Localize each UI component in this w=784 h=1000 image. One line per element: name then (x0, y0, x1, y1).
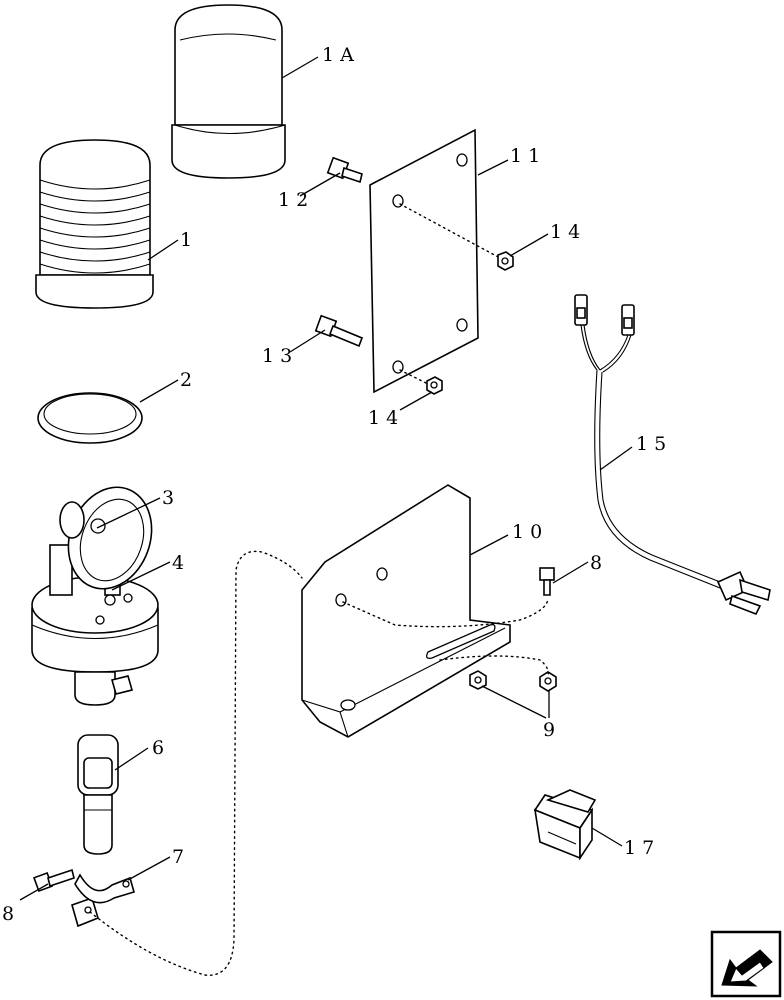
callout-4: 4 (172, 552, 184, 574)
callout-9: 9 (543, 719, 555, 741)
assembly-line-bracket-to-bolt (342, 597, 549, 628)
callout-12: 1 2 (278, 189, 308, 211)
part-14-nut-upper (497, 251, 514, 271)
part-14-nut-lower (426, 376, 443, 395)
part-8-bolt-right (539, 567, 555, 596)
leader-lines (19, 56, 633, 901)
part-13-bolt (314, 314, 364, 348)
back-arrow-button[interactable] (710, 930, 782, 998)
callout-1a: 1 A (322, 44, 354, 66)
callout-8-left: 8 (2, 903, 14, 925)
callout-14-upper: 1 4 (550, 221, 580, 243)
part-9-nut-right (539, 671, 557, 692)
part-15-wire-harness (574, 294, 771, 616)
part-6-mounting-pipe (77, 734, 119, 855)
part-1-ribbed-lens (35, 139, 154, 309)
back-arrow-icon (721, 949, 773, 987)
assembly-line-clamp-to-bracket (89, 550, 303, 976)
callout-15: 1 5 (636, 433, 666, 455)
assembly-line-plate-upper (399, 203, 501, 259)
callout-3: 3 (162, 487, 174, 509)
callout-2: 2 (180, 369, 192, 391)
part-11-plate (369, 128, 479, 394)
part-7-clamp (71, 873, 135, 928)
part-10-l-bracket (301, 484, 511, 738)
assembly-line-plate-lower (399, 369, 429, 385)
callout-10: 1 0 (512, 521, 542, 543)
callout-7: 7 (172, 846, 184, 868)
callout-6: 6 (152, 737, 164, 759)
part-17-rocker-switch (533, 789, 597, 861)
callout-8-right: 8 (590, 552, 602, 574)
part-2-gasket-ring (37, 392, 143, 444)
callout-17: 1 7 (624, 837, 654, 859)
part-9-nut-left (469, 670, 487, 690)
callout-1: 1 (180, 229, 192, 251)
callout-14-lower: 1 4 (368, 407, 398, 429)
callout-11: 1 1 (510, 145, 540, 167)
part-12-bolt (326, 156, 363, 184)
part-1a-beacon-lens (171, 4, 286, 179)
callout-13: 1 3 (262, 345, 292, 367)
part-8-bolt-left (33, 868, 75, 892)
